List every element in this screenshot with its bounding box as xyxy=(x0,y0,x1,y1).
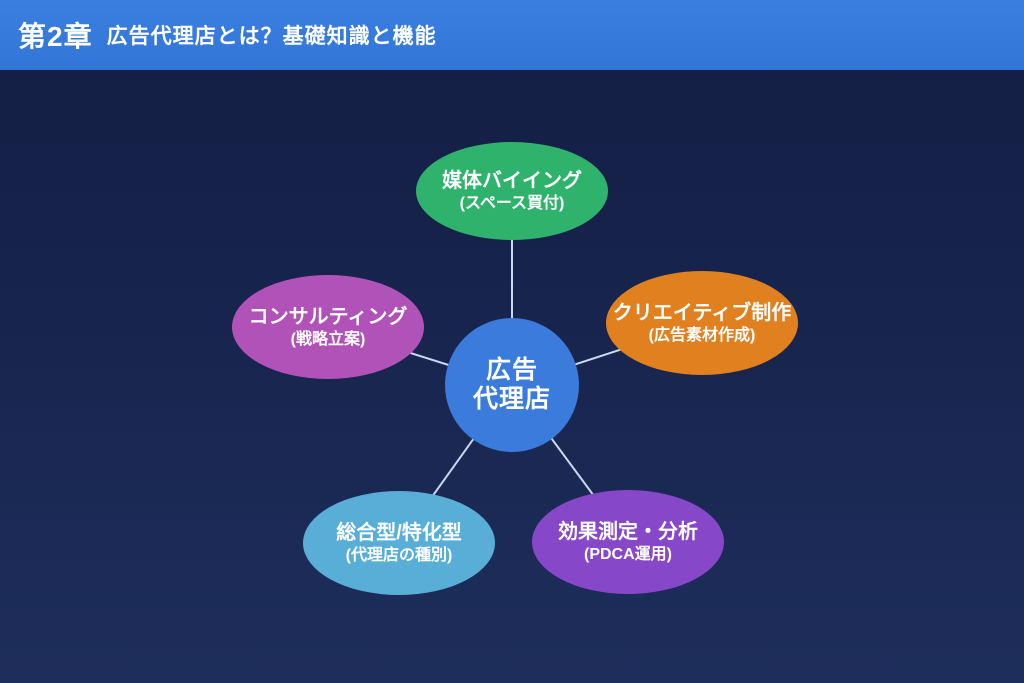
node-label: 総合型/特化型 xyxy=(336,521,462,544)
node-label: コンサルティング xyxy=(248,305,408,328)
hub-spoke-diagram: 媒体バイイング (スペース買付) コンサルティング (戦略立案) クリエイティブ… xyxy=(0,70,1024,683)
node-label: 媒体バイイング xyxy=(442,169,582,192)
node-consulting: コンサルティング (戦略立案) xyxy=(232,275,424,379)
node-creative: クリエイティブ制作 (広告素材作成) xyxy=(606,271,798,375)
header-bar: 第2章 広告代理店とは？基礎知識と機能 xyxy=(0,0,1024,70)
center-label-line2: 代理店 xyxy=(472,385,551,413)
node-measurement: 効果測定・分析 (PDCA運用) xyxy=(532,490,724,594)
center-label-line1: 広告 xyxy=(485,356,538,385)
node-sublabel: (PDCA運用) xyxy=(584,545,672,563)
node-label: 効果測定・分析 xyxy=(558,520,698,543)
chapter-label: 第2章 xyxy=(18,21,93,52)
node-sublabel: (広告素材作成) xyxy=(648,326,756,344)
node-label: クリエイティブ制作 xyxy=(612,301,792,324)
node-sublabel: (スペース買付) xyxy=(459,194,565,212)
node-agency-types: 総合型/特化型 (代理店の種別) xyxy=(303,491,495,595)
node-sublabel: (戦略立案) xyxy=(290,330,366,348)
node-media-buying: 媒体バイイング (スペース買付) xyxy=(416,142,608,240)
node-center-ad-agency: 広告 代理店 xyxy=(445,318,579,452)
node-sublabel: (代理店の種別) xyxy=(345,546,453,564)
page-title: 広告代理店とは？基礎知識と機能 xyxy=(106,25,437,48)
